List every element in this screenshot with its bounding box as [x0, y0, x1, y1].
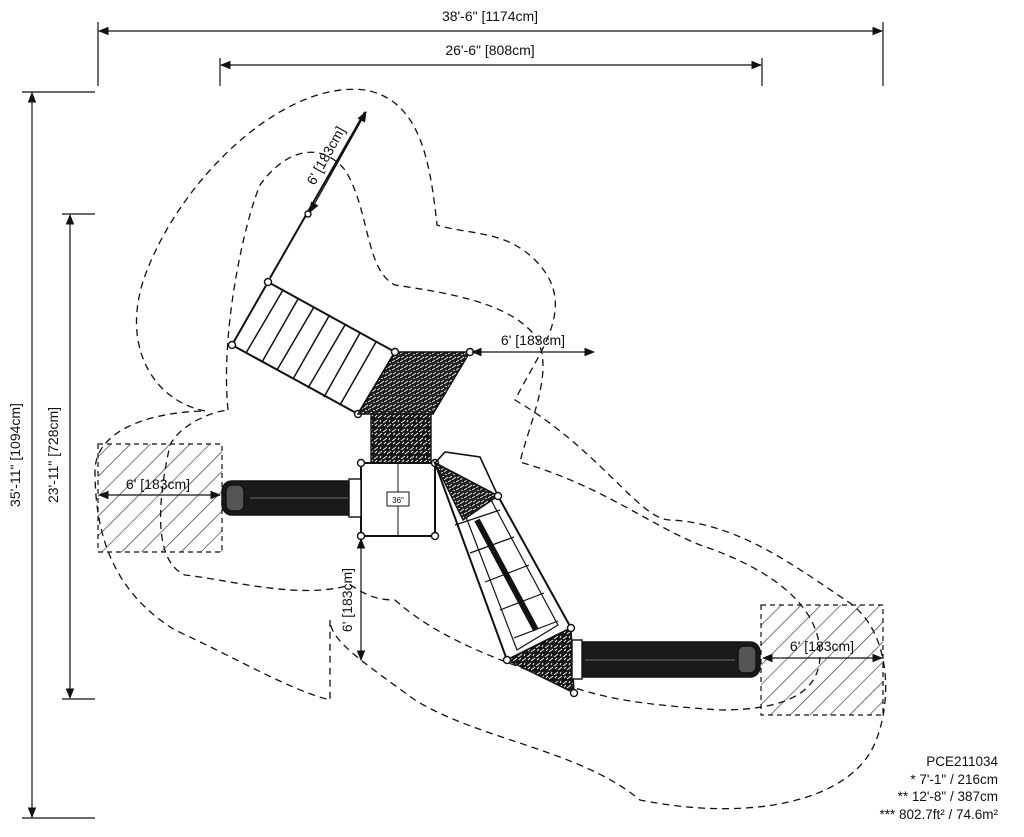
inner-use-zone	[159, 151, 821, 711]
center-deck-tag	[386, 491, 410, 507]
dimension-lines	[22, 22, 884, 819]
max-height: ** 12'-8" / 387cm	[897, 789, 998, 804]
clearance-upper-right-label: 6' [183cm]	[501, 332, 565, 348]
use-zone-area: *** 802.7ft² / 74.6m²	[879, 806, 998, 822]
fall-height: * 7'-1" / 216cm	[910, 771, 998, 787]
bridge-center-bar	[474, 518, 539, 632]
model-number: PCE211034	[926, 754, 998, 769]
outer-use-zone	[94, 88, 887, 810]
center-deck-height-label: 36"	[392, 496, 404, 505]
left-slide-exit-zone	[97, 443, 223, 553]
clearance-bottom-label: 6' [183cm]	[339, 568, 355, 632]
entry-rail	[269, 111, 366, 279]
upper-deck	[356, 351, 472, 415]
bridge-upper-rail	[434, 451, 499, 497]
connector-deck	[370, 413, 432, 464]
clearance-right-label: 6' [183cm]	[790, 638, 854, 654]
play-structure	[221, 111, 761, 698]
overall-width-label: 38'-6" [1174cm]	[442, 8, 538, 24]
model-info-block: PCE211034 * 7'-1" / 216cm ** 12'-8" / 38…	[879, 753, 998, 823]
clearance-left-label: 6' [183cm]	[126, 476, 190, 492]
clearance-upper-left-line	[309, 111, 367, 213]
clearance-dimensions	[97, 111, 884, 663]
ladder-rungs	[245, 289, 377, 406]
overall-depth-label: 35'-11" [1094cm]	[7, 403, 23, 507]
bridge-slats	[454, 509, 559, 639]
right-slide-exit-zone	[760, 604, 884, 716]
equipment-depth-label: 23'-11" [728cm]	[45, 407, 61, 503]
equipment-width-label: 26'-6" [808cm]	[445, 42, 534, 58]
bridge-upper-triangle	[433, 461, 500, 522]
